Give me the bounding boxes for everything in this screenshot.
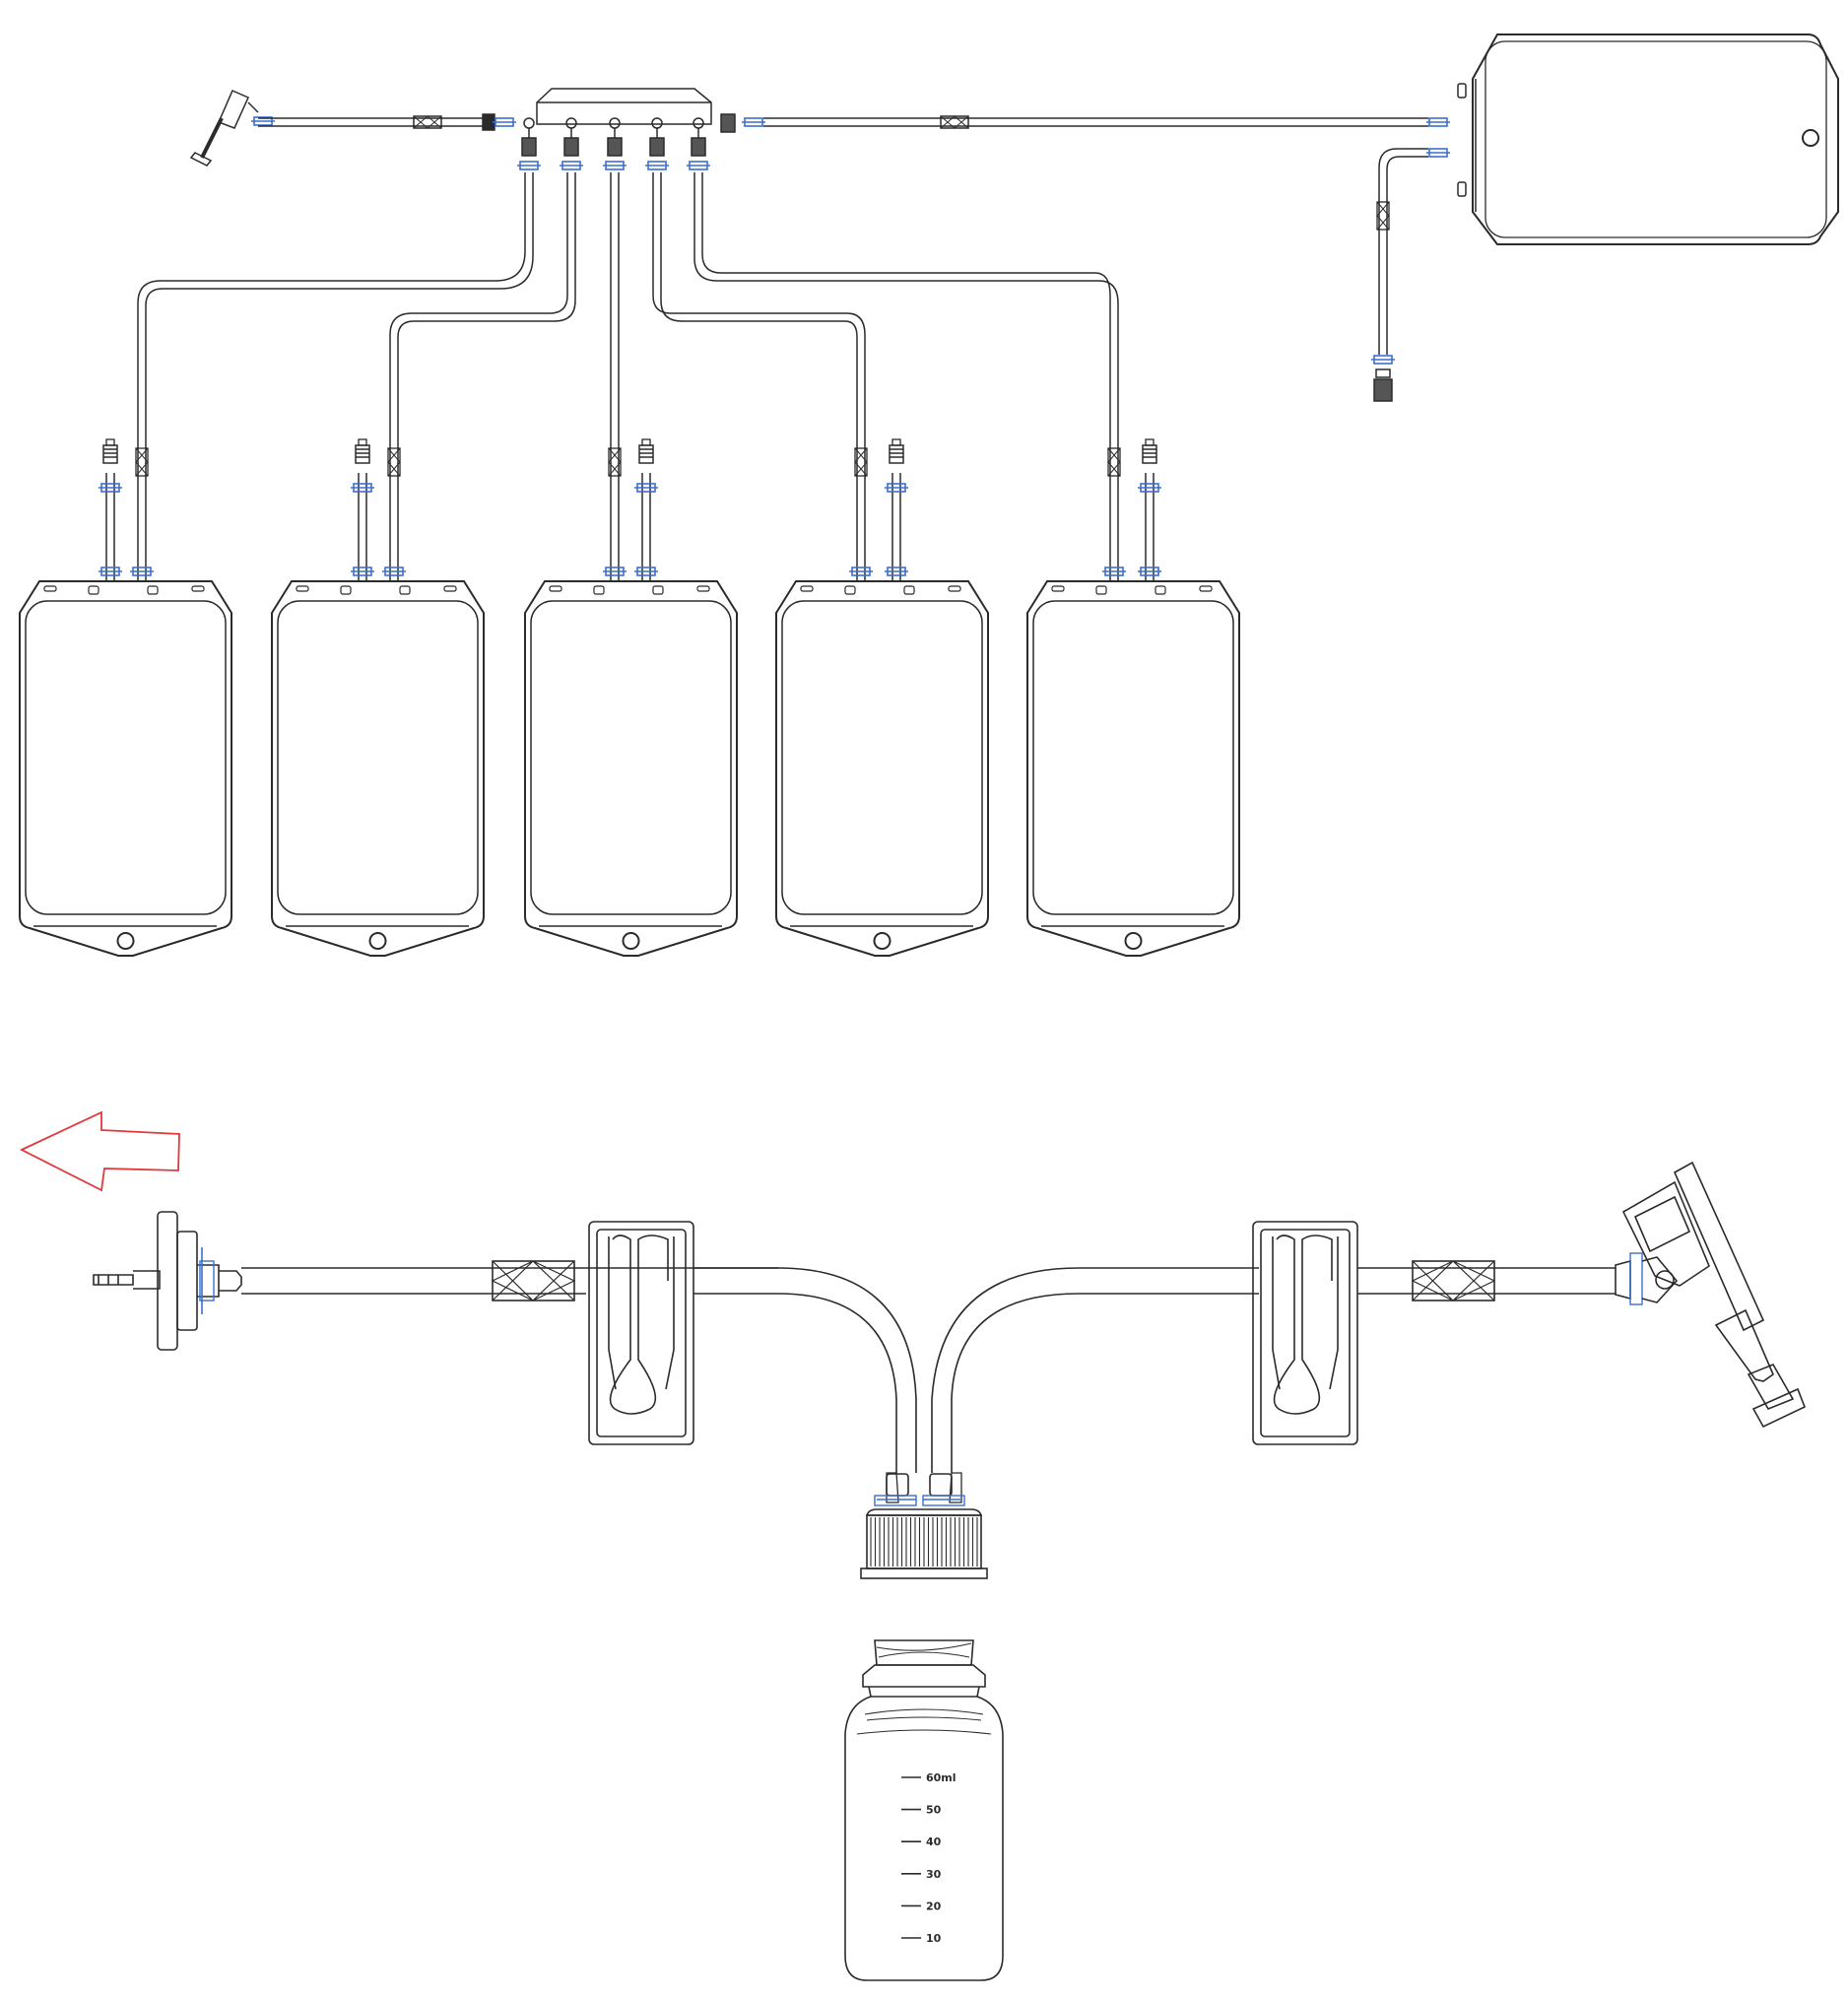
graduation-label: 60ml — [926, 1771, 957, 1784]
manifold-body — [536, 88, 712, 125]
storage-bag-5 — [1026, 438, 1240, 957]
bottle-cap — [860, 1508, 988, 1579]
arrow-left-icon — [19, 1110, 180, 1192]
storage-bags — [19, 438, 1240, 957]
filter-disc-icon — [93, 1211, 242, 1351]
lower-assembly — [93, 1161, 1807, 1579]
graduation-label: 20 — [926, 1900, 942, 1912]
graduation-label: 10 — [926, 1932, 942, 1945]
top-manifold-assembly — [189, 33, 1839, 402]
bottle-graduations: 60ml 50 40 30 20 10 — [901, 1771, 957, 1945]
storage-bag-4 — [775, 438, 989, 957]
storage-bag-2 — [271, 438, 485, 957]
spike-connector-top — [189, 90, 259, 167]
roller-clamp-left — [588, 1221, 694, 1445]
spike-connector-icon — [1615, 1161, 1807, 1429]
bottle — [844, 1639, 1004, 1981]
storage-bag-3 — [524, 438, 738, 957]
roller-clamp-right — [1252, 1221, 1358, 1445]
graduation-label: 30 — [926, 1868, 942, 1881]
storage-bag-1 — [19, 438, 232, 957]
graduation-label: 50 — [926, 1804, 942, 1817]
large-bag — [1457, 33, 1839, 245]
graduation-label: 40 — [926, 1835, 942, 1848]
manifold-tubes — [137, 172, 1119, 581]
